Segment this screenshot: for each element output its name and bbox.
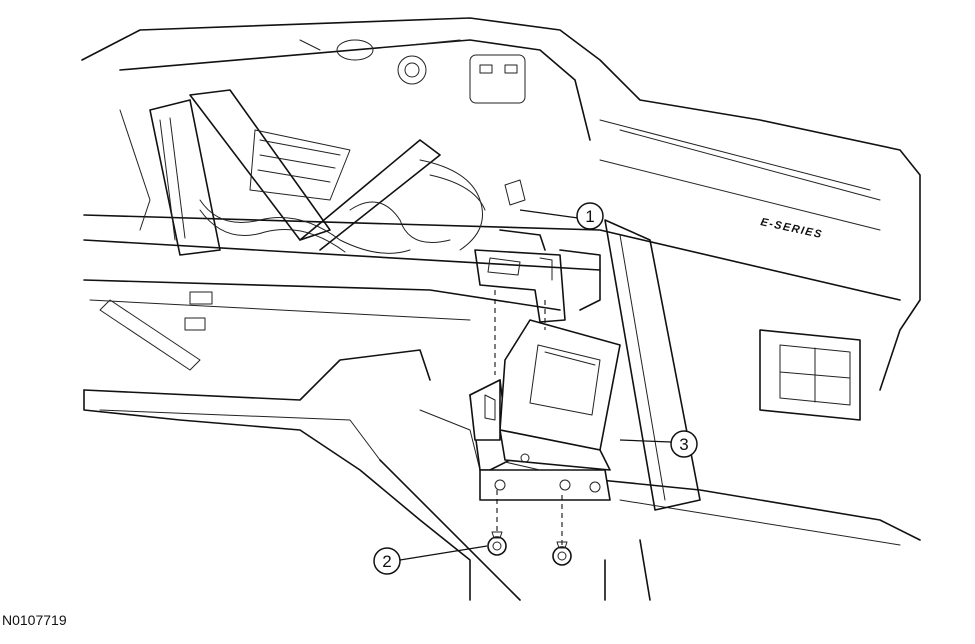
e-series-badge: E-SERIES (759, 216, 823, 241)
callout-1: 1 (519, 202, 604, 230)
badge-text: E-SERIES (759, 216, 823, 241)
callout-2-label: 2 (382, 552, 391, 571)
cross-brace (119, 89, 486, 256)
callout-3-label: 3 (679, 435, 688, 454)
callout-1-label: 1 (585, 207, 594, 226)
support-column (604, 219, 701, 511)
electronic-module (469, 319, 621, 501)
callout-2: 2 (373, 545, 488, 575)
module-bracket-upper (474, 179, 601, 323)
install-guide-lines (494, 290, 563, 545)
bolt-left (487, 531, 507, 556)
callout-3: 3 (619, 430, 698, 458)
instrument-panel-outline (81, 17, 921, 601)
mounting-bolts (487, 531, 572, 566)
figure-id: N0107719 (2, 612, 67, 628)
bolt-right (552, 541, 572, 566)
